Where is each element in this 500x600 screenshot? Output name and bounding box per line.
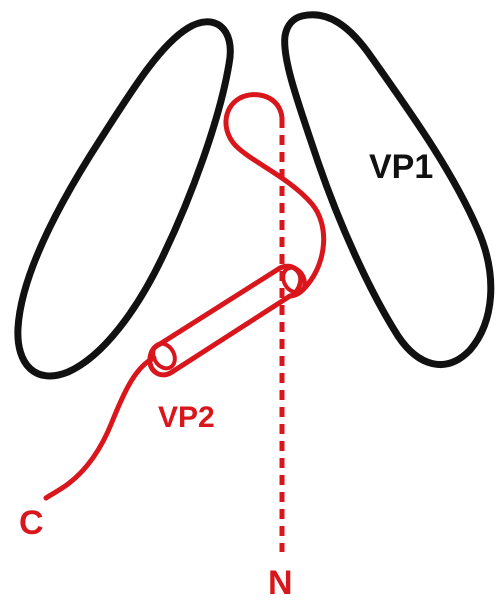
- vp1-left-lobe: [14, 18, 234, 380]
- c-terminus-label: C: [19, 504, 44, 542]
- vp1-right-lobe: [281, 11, 495, 368]
- vp2-helix-cap-lower: [151, 341, 177, 371]
- vp2-loop-path: [223, 92, 327, 299]
- vp2-helix: [147, 263, 304, 378]
- vp2-label: VP2: [158, 401, 215, 434]
- vp2-c-terminal-tail: [43, 355, 157, 501]
- vp1-label: VP1: [369, 148, 433, 186]
- vp2-helix-cap-upper: [281, 265, 307, 295]
- n-terminus-label: N: [268, 564, 293, 600]
